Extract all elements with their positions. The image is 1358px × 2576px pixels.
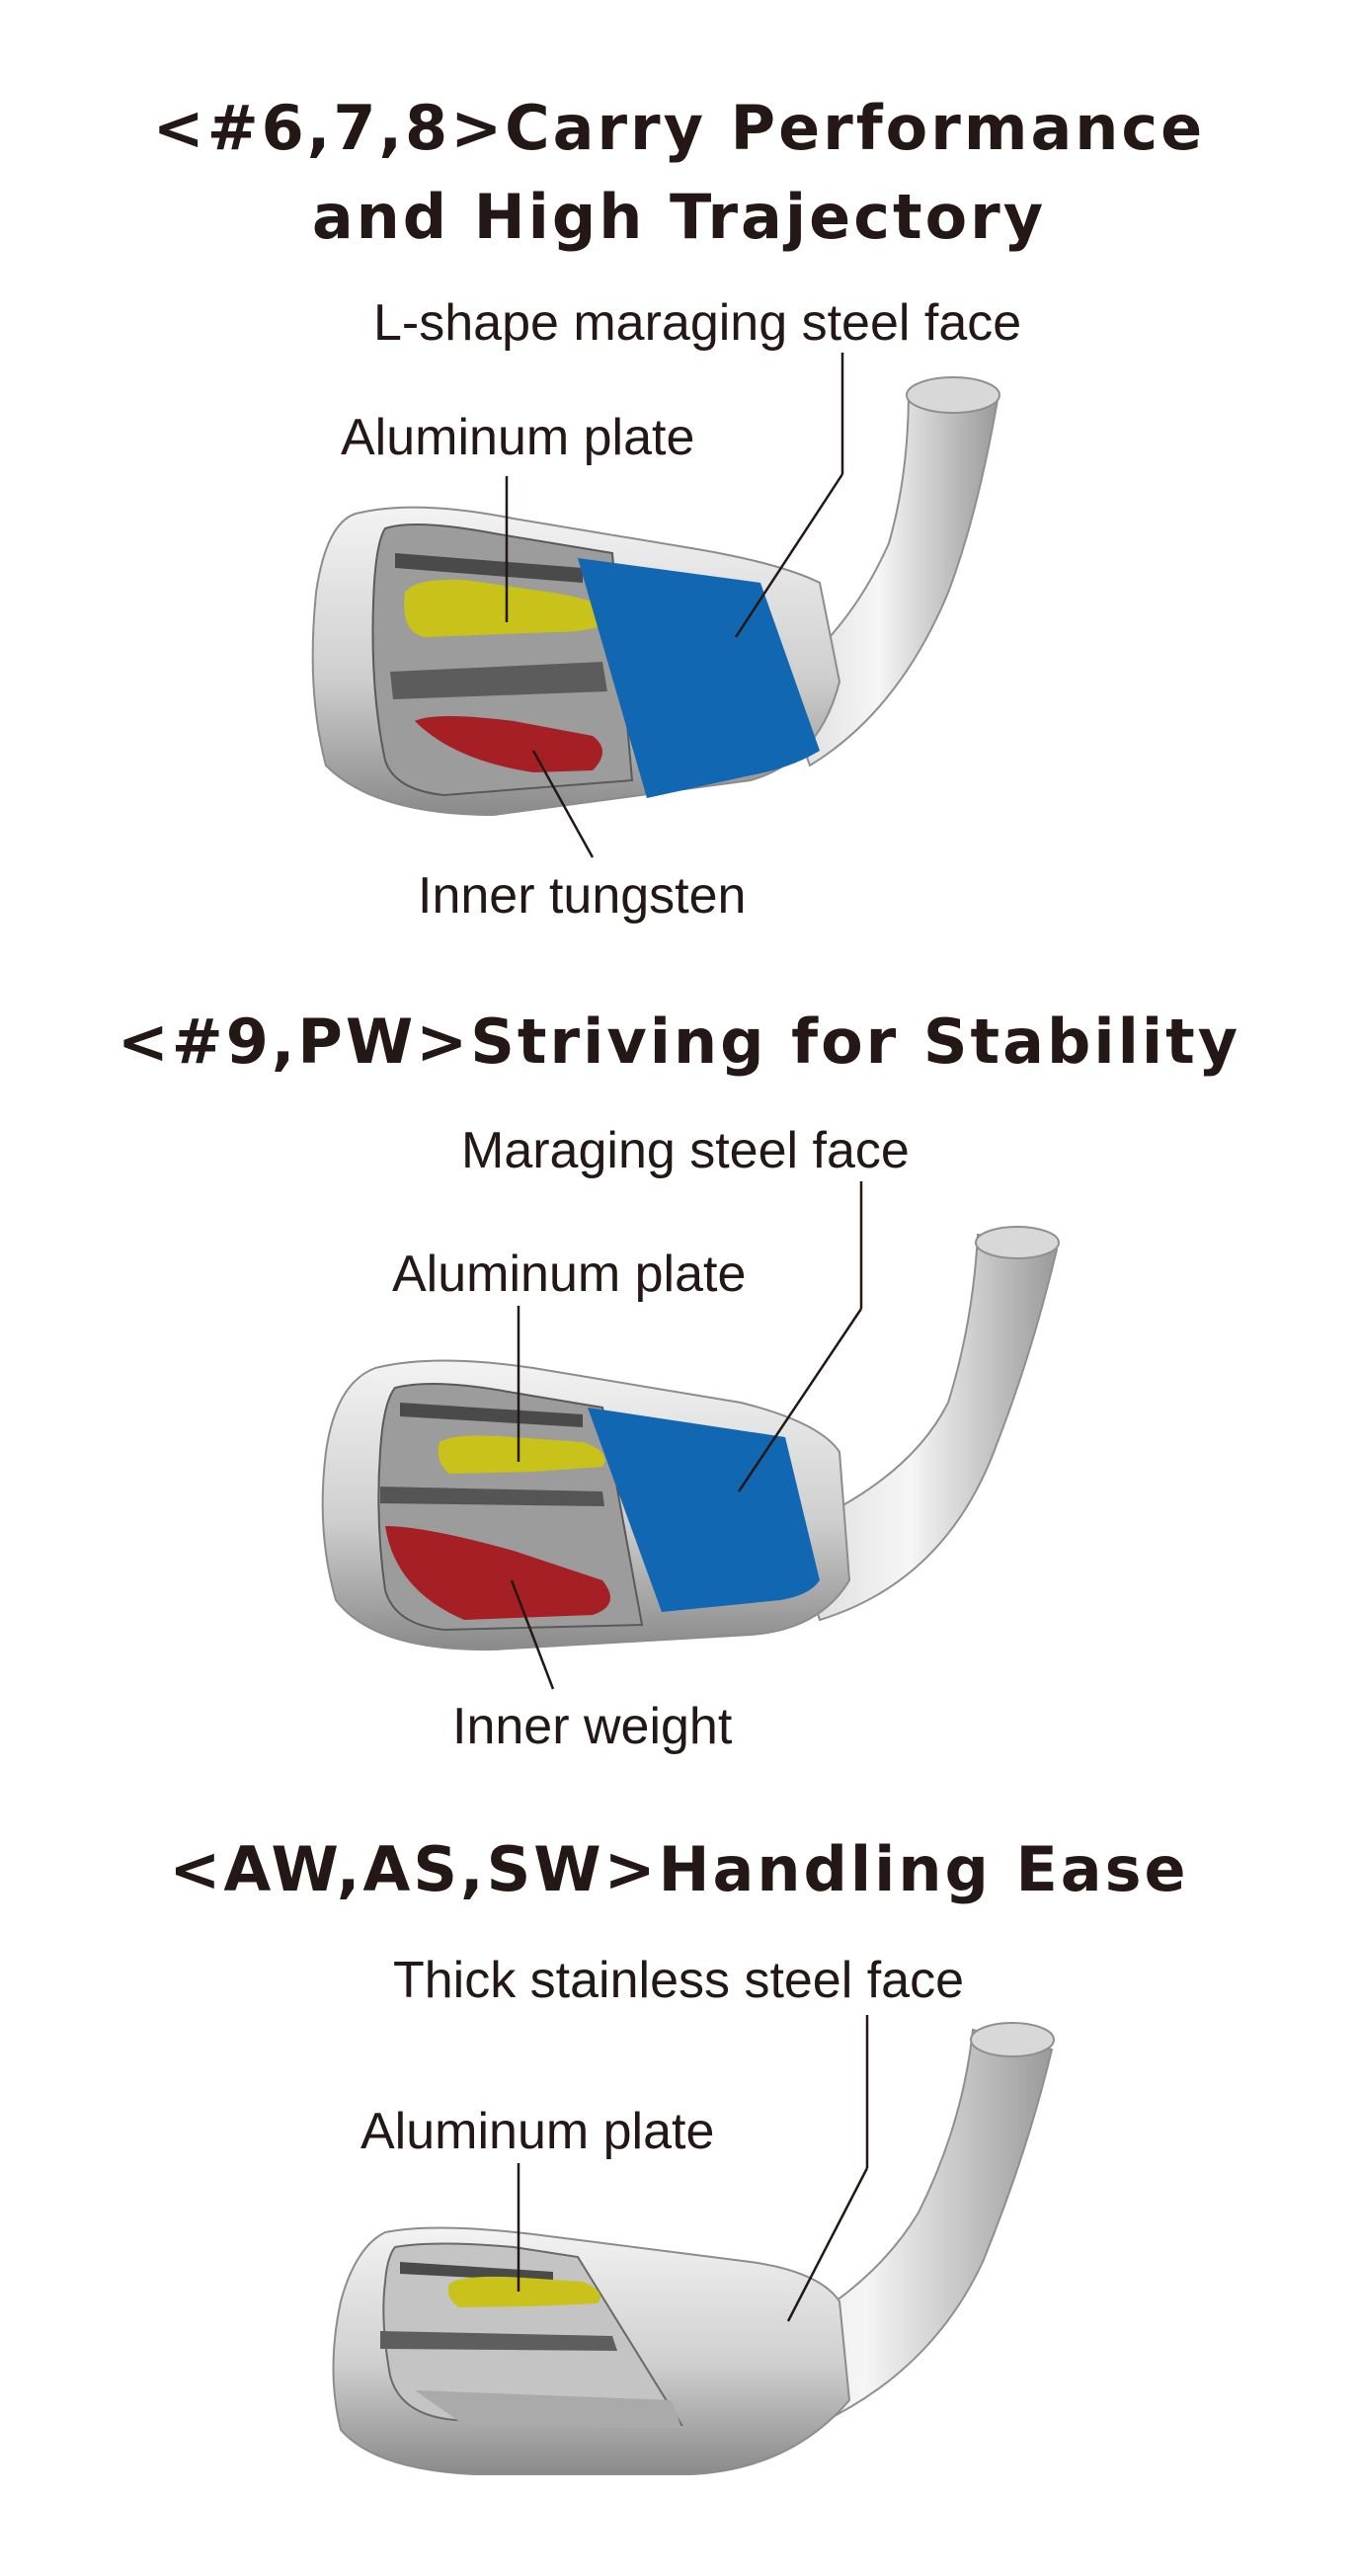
section-1-title-line-2: and High Trajectory	[311, 181, 1047, 253]
section-3-title: <AW,AS,SW>Handling Ease	[169, 1833, 1189, 1905]
section-2-weight-insert	[385, 1526, 610, 1620]
section-2-plate-label: Aluminum plate	[392, 1246, 747, 1303]
section-1-face-label: L-shape maraging steel face	[373, 294, 1022, 352]
section-2-club-diagram	[321, 1181, 1060, 1690]
section-3-face-label: Thick stainless steel face	[393, 1952, 965, 2009]
section-2-face-label: Maraging steel face	[461, 1122, 910, 1179]
section-3-plate-label: Aluminum plate	[360, 2103, 715, 2160]
section-1-tungsten-insert	[415, 716, 602, 772]
section-1-plate-label: Aluminum plate	[341, 409, 695, 466]
section-1-weight-label: Inner tungsten	[418, 867, 747, 925]
section-2-title: <#9,PW>Striving for Stability	[117, 1006, 1241, 1078]
section-1-title-line-1: <#6,7,8>Carry Performance	[152, 92, 1206, 164]
section-3-aluminum-plate	[447, 2276, 600, 2307]
section-1-face-insert	[578, 558, 820, 798]
section-2-aluminum-plate	[438, 1435, 605, 1474]
section-3-club-diagram	[332, 2015, 1055, 2475]
section-2-weight-label: Inner weight	[452, 1698, 733, 1755]
section-1-club-diagram	[311, 353, 1000, 858]
section-1-aluminum-plate	[404, 579, 612, 637]
